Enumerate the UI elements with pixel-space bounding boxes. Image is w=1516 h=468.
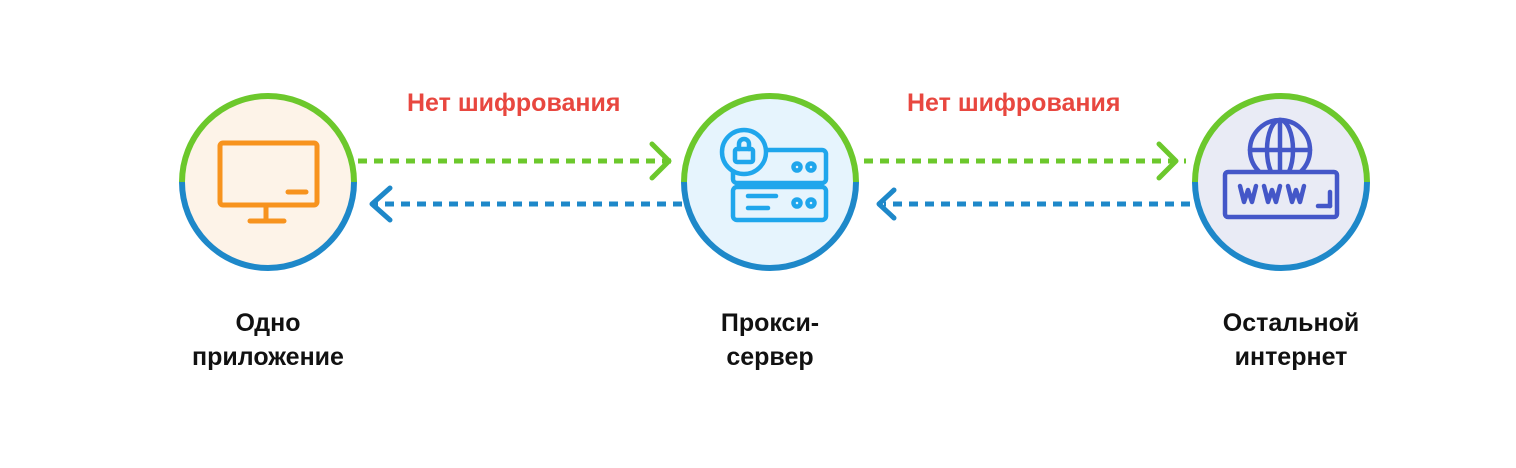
arrow-app-to-proxy: [358, 141, 672, 181]
node-proxy: [681, 93, 859, 271]
node-label-app: Одно приложение: [138, 306, 398, 374]
node-label-proxy-line2: сервер: [726, 343, 814, 371]
arrow-internet-to-proxy: [876, 187, 1190, 221]
node-label-internet-line2: интернет: [1234, 343, 1348, 371]
arrow-proxy-to-app: [369, 185, 682, 223]
node-app: [179, 93, 357, 271]
node-label-internet-line1: Остальной: [1222, 309, 1360, 337]
node-label-proxy-line1: Прокси-: [720, 309, 820, 337]
node-label-app-line2: приложение: [192, 343, 344, 371]
node-internet: [1192, 93, 1370, 271]
connection-label-1: Нет шифрования: [407, 89, 621, 117]
server-lock-icon: [719, 127, 829, 223]
node-label-proxy: Прокси- сервер: [640, 306, 900, 374]
monitor-icon: [217, 140, 320, 224]
arrow-proxy-to-internet: [864, 141, 1186, 181]
globe-www-icon: [1222, 117, 1340, 220]
node-label-app-line1: Одно: [235, 309, 301, 337]
connection-label-2: Нет шифрования: [907, 89, 1121, 117]
node-label-internet: Остальной интернет: [1161, 306, 1421, 374]
